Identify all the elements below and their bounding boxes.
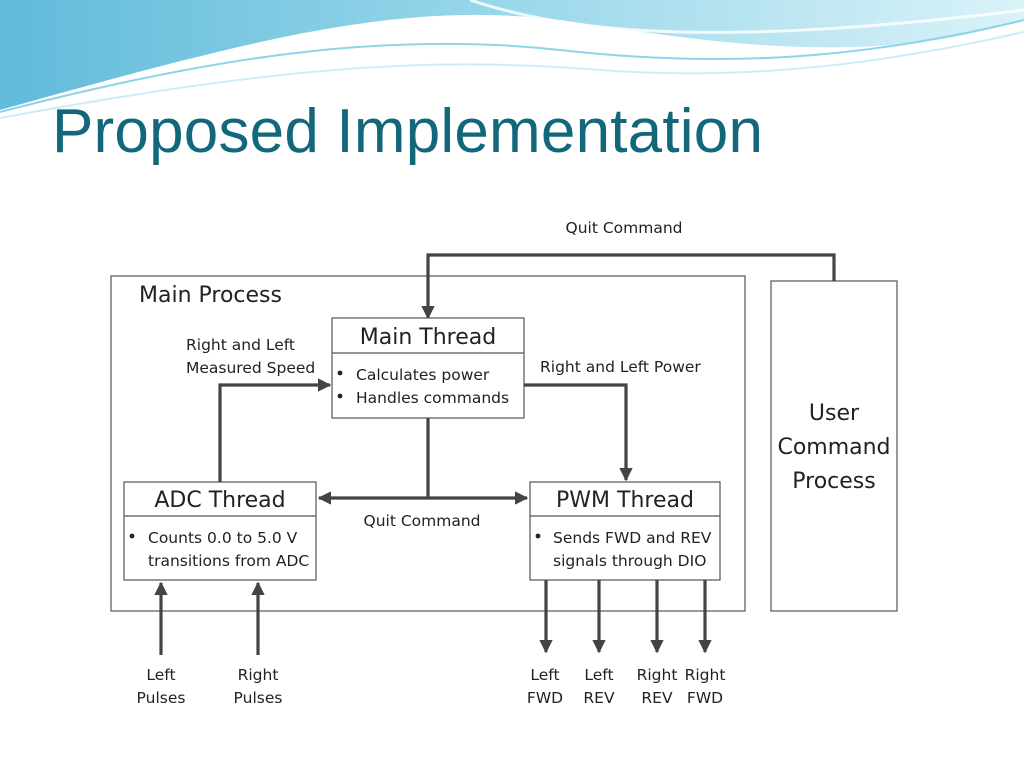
output-1-label-line-2: FWD — [527, 689, 563, 707]
adc-thread-title: ADC Thread — [154, 488, 285, 513]
output-2-label-line-1: Left — [584, 666, 613, 684]
pwm-thread-title: PWM Thread — [556, 488, 694, 513]
user-command-process-line-3: Process — [792, 469, 875, 494]
measured-speed-arrow — [218, 378, 332, 482]
bullet-icon — [129, 533, 135, 539]
bullet-icon — [535, 533, 541, 539]
main-thread-bullet-2: Handles commands — [356, 389, 509, 407]
slide-title: Proposed Implementation — [52, 97, 764, 166]
input-right-label-line-1: Right — [238, 666, 279, 684]
adc-thread-bullet-2: transitions from ADC — [148, 552, 309, 570]
quit-command-label-middle: Quit Command — [364, 512, 481, 530]
input-left-label-line-1: Left — [146, 666, 175, 684]
output-2-label-line-2: REV — [583, 689, 615, 707]
measured-speed-label-line-2: Measured Speed — [186, 359, 315, 377]
user-command-process-line-2: Command — [777, 435, 890, 460]
bullet-icon — [337, 393, 343, 399]
power-arrow — [524, 383, 633, 482]
main-thread-title: Main Thread — [360, 325, 496, 350]
header-wave-decoration — [0, 0, 1024, 119]
input-left-label-line-2: Pulses — [137, 689, 186, 707]
main-thread-bullet-1: Calculates power — [356, 366, 490, 384]
output-3-label-line-2: REV — [641, 689, 673, 707]
input-right-label-line-2: Pulses — [234, 689, 283, 707]
main-process-label: Main Process — [139, 283, 282, 308]
output-4-label-line-2: FWD — [687, 689, 723, 707]
pwm-thread-bullet-2: signals through DIO — [553, 552, 706, 570]
adc-thread-bullet-1: Counts 0.0 to 5.0 V — [148, 529, 298, 547]
diagram-panel — [110, 213, 900, 710]
user-command-process-line-1: User — [809, 401, 860, 426]
pwm-thread-bullet-1: Sends FWD and REV — [553, 529, 712, 547]
quit-command-arrow-top — [421, 253, 836, 320]
output-4-label-line-1: Right — [685, 666, 726, 684]
power-label: Right and Left Power — [540, 358, 701, 376]
output-1-label-line-1: Left — [530, 666, 559, 684]
quit-command-label-top: Quit Command — [566, 219, 683, 237]
pwm-thread-box — [529, 481, 721, 581]
bullet-icon — [337, 370, 343, 376]
output-3-label-line-1: Right — [637, 666, 678, 684]
measured-speed-label-line-1: Right and Left — [186, 336, 295, 354]
adc-thread-box — [123, 481, 317, 581]
